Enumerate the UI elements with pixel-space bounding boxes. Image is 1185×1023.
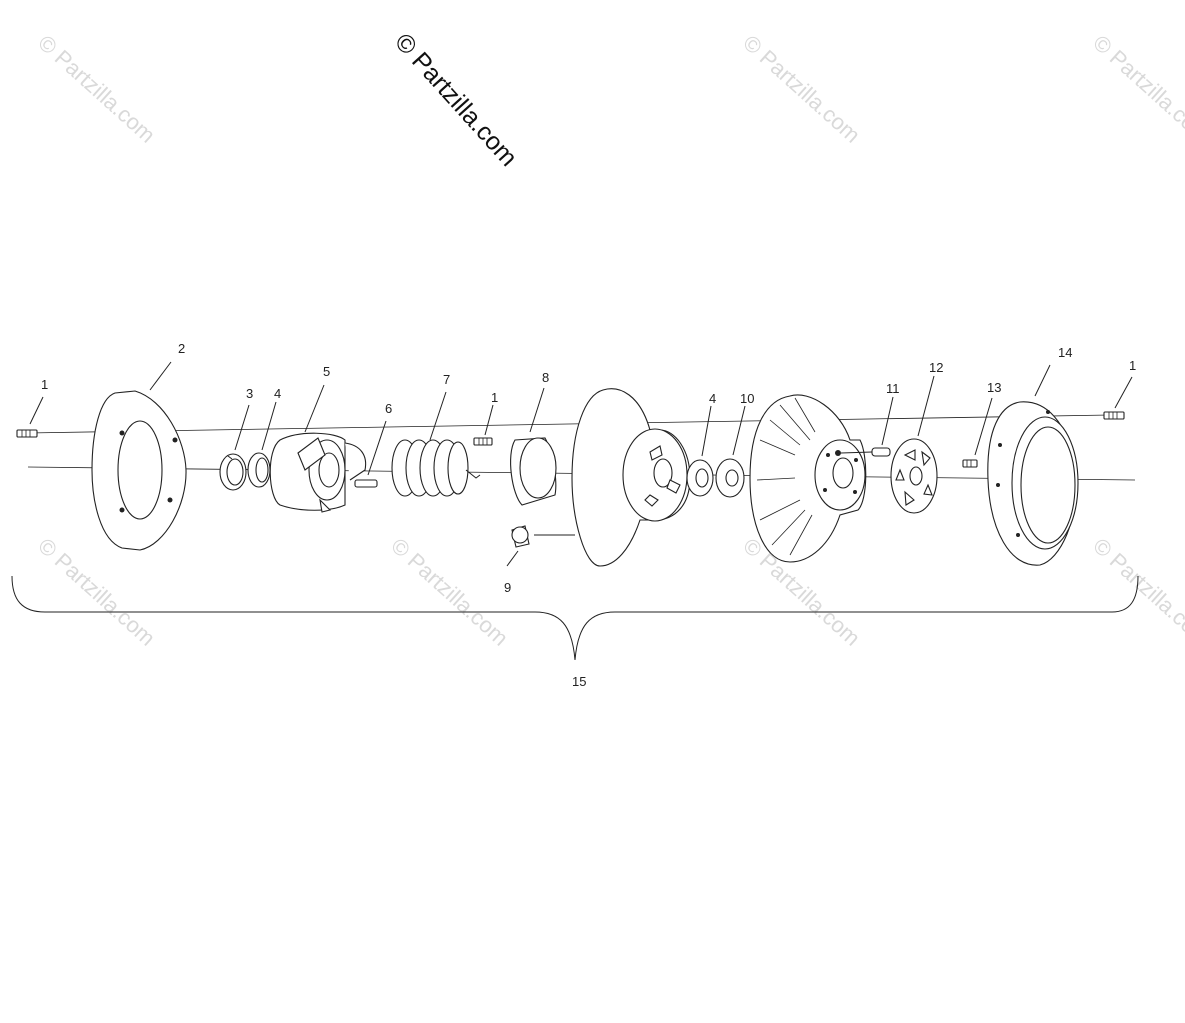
callout-1-right: 1 bbox=[1129, 358, 1136, 373]
roller bbox=[835, 447, 891, 457]
callout-4-right: 4 bbox=[709, 391, 716, 406]
washer-10 bbox=[715, 458, 745, 498]
helix bbox=[269, 432, 367, 513]
callout-8: 8 bbox=[542, 370, 549, 385]
leader-lines bbox=[29, 361, 1133, 567]
callout-11: 11 bbox=[886, 381, 900, 396]
callout-6: 6 bbox=[385, 401, 392, 416]
spider-plate bbox=[890, 438, 938, 514]
pin bbox=[354, 479, 378, 488]
washer-left bbox=[247, 452, 271, 488]
callout-1-middle: 1 bbox=[491, 390, 498, 405]
callout-9: 9 bbox=[504, 580, 511, 595]
callout-2: 2 bbox=[178, 341, 185, 356]
stationary-sheave bbox=[571, 388, 691, 567]
screw bbox=[962, 459, 978, 468]
bolt-right bbox=[1103, 411, 1125, 420]
axis-line-upper bbox=[27, 414, 1111, 434]
callout-15: 15 bbox=[572, 674, 586, 689]
movable-sheave bbox=[749, 394, 867, 563]
spring bbox=[391, 439, 481, 497]
callout-13: 13 bbox=[987, 380, 1001, 395]
callout-labels: 1 2 3 4 5 6 7 1 8 4 10 11 12 13 14 1 9 1… bbox=[41, 341, 1136, 689]
bushing bbox=[511, 525, 575, 548]
callout-10: 10 bbox=[740, 391, 754, 406]
bolt-left bbox=[16, 429, 38, 438]
callout-14: 14 bbox=[1058, 345, 1072, 360]
callout-5: 5 bbox=[323, 364, 330, 379]
bushing-sleeve bbox=[510, 437, 557, 506]
cover-right bbox=[987, 401, 1079, 566]
washer-right bbox=[686, 459, 714, 497]
cover-plate bbox=[91, 390, 187, 551]
assembly-brace bbox=[11, 575, 1139, 661]
callout-3: 3 bbox=[246, 386, 253, 401]
snap-ring bbox=[219, 453, 247, 491]
callout-4-left: 4 bbox=[274, 386, 281, 401]
callout-12: 12 bbox=[929, 360, 943, 375]
callout-1-left: 1 bbox=[41, 377, 48, 392]
callout-7: 7 bbox=[443, 372, 450, 387]
bolt-middle bbox=[473, 437, 493, 446]
